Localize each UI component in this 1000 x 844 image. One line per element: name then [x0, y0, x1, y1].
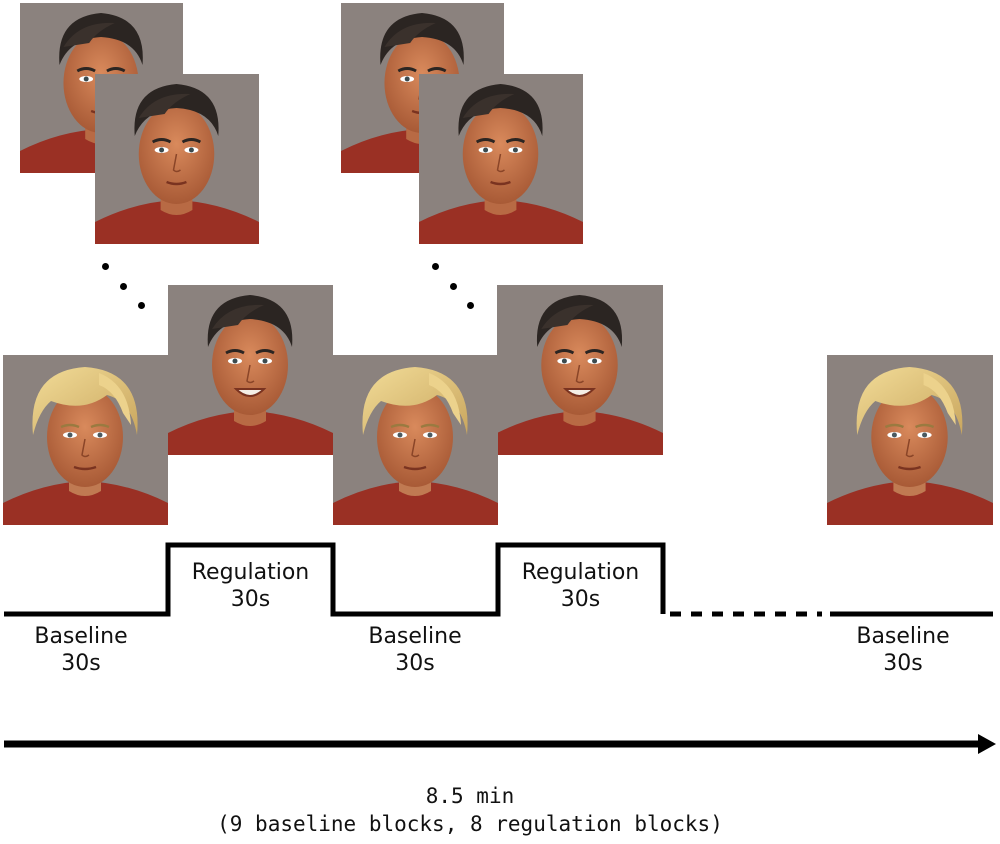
ellipsis-dot — [432, 263, 439, 270]
block-name: Regulation — [191, 560, 310, 585]
ellipsis-dot — [120, 283, 127, 290]
block-label-regulation: Regulation 30s — [172, 559, 329, 613]
block-duration: 30s — [61, 651, 101, 676]
ellipsis-dot — [467, 302, 474, 309]
block-name: Baseline — [368, 624, 462, 649]
block-waveform — [4, 542, 666, 617]
block-label-baseline: Baseline 30s — [338, 623, 492, 677]
block-name: Baseline — [34, 624, 128, 649]
ellipsis-dot — [102, 263, 109, 270]
block-label-regulation: Regulation 30s — [502, 559, 659, 613]
timeline-caption: 8.5 min (9 baseline blocks, 8 regulation… — [150, 782, 790, 838]
block-duration: 30s — [230, 587, 271, 612]
block-count-detail: (9 baseline blocks, 8 regulation blocks) — [217, 812, 723, 836]
block-duration: 30s — [560, 587, 601, 612]
ellipsis-dot — [450, 283, 457, 290]
total-duration: 8.5 min — [425, 784, 515, 808]
block-name: Baseline — [856, 624, 950, 649]
block-label-baseline: Baseline 30s — [826, 623, 980, 677]
block-duration: 30s — [395, 651, 435, 676]
ellipsis-dot — [138, 302, 145, 309]
block-duration: 30s — [883, 651, 923, 676]
block-name: Regulation — [521, 560, 640, 585]
time-axis-arrowhead — [978, 734, 996, 754]
block-label-baseline: Baseline 30s — [4, 623, 158, 677]
